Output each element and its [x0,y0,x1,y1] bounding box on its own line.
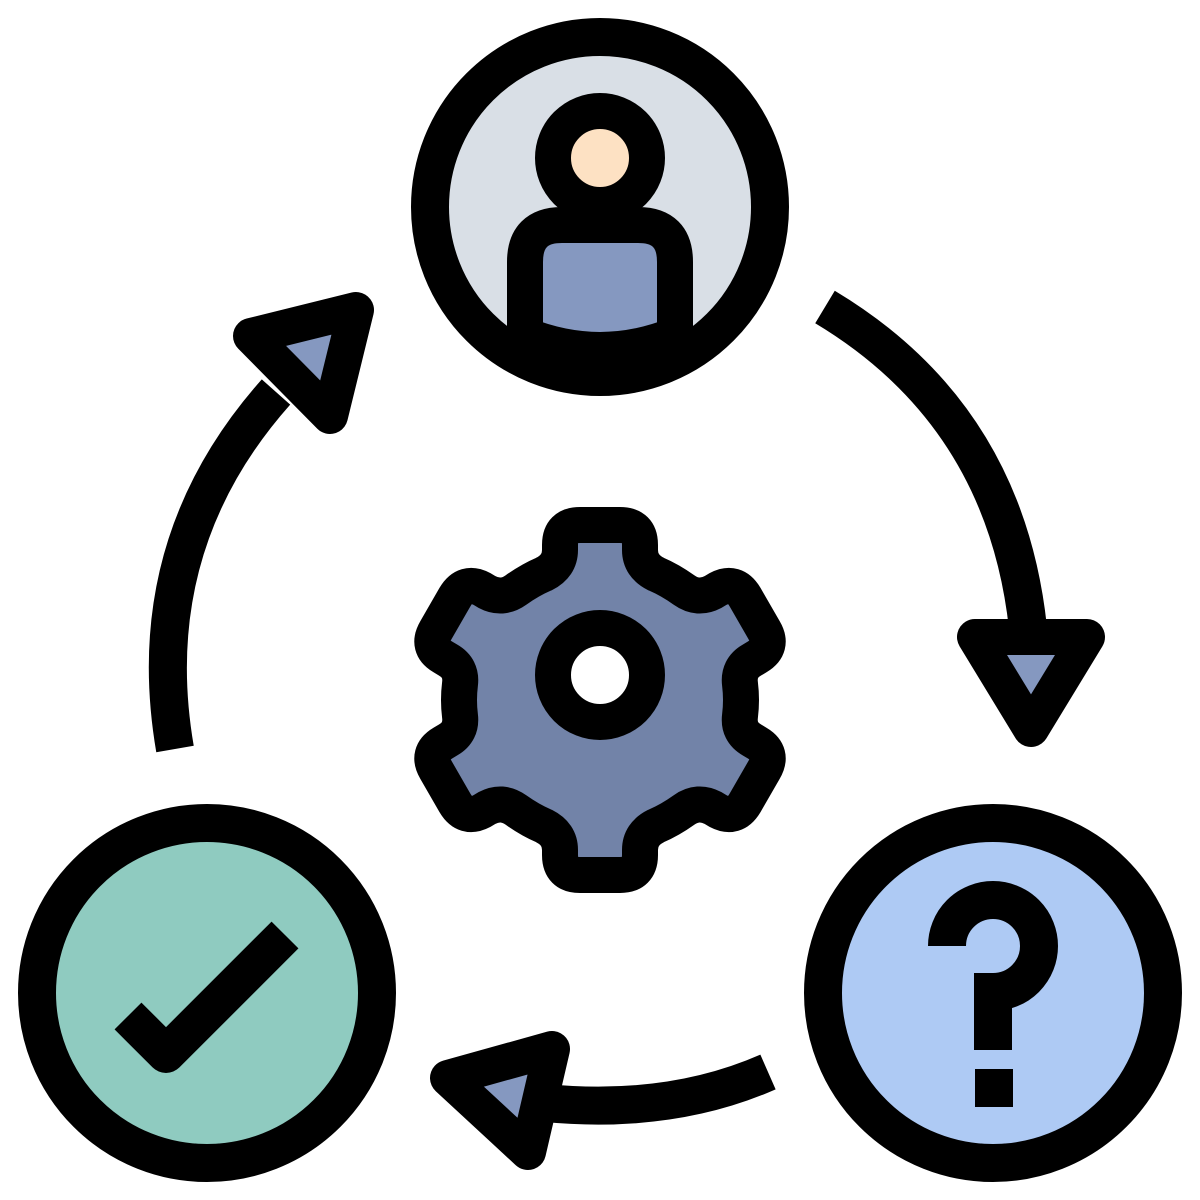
cycle-arrow-icon [148,292,374,753]
question-mark-icon [804,804,1182,1182]
gear-icon [414,507,786,893]
arrow-shaft [815,290,1047,631]
arrow-head [233,292,374,434]
user-head [535,93,665,223]
arrow-head [957,619,1105,747]
cycle-arrow-icon [815,290,1105,747]
arrow-shaft [543,1054,776,1125]
question-mark-dot [975,1069,1013,1107]
user-icon [411,18,789,396]
question-mark-curve [928,881,1058,1050]
gear-hub [535,610,665,740]
user-body [507,207,693,368]
arrow-shaft [148,379,291,753]
arrow-head [430,1031,570,1170]
check-mark [114,921,299,1073]
cycle-arrow-icon [430,1031,776,1170]
checkmark-icon [18,804,396,1182]
